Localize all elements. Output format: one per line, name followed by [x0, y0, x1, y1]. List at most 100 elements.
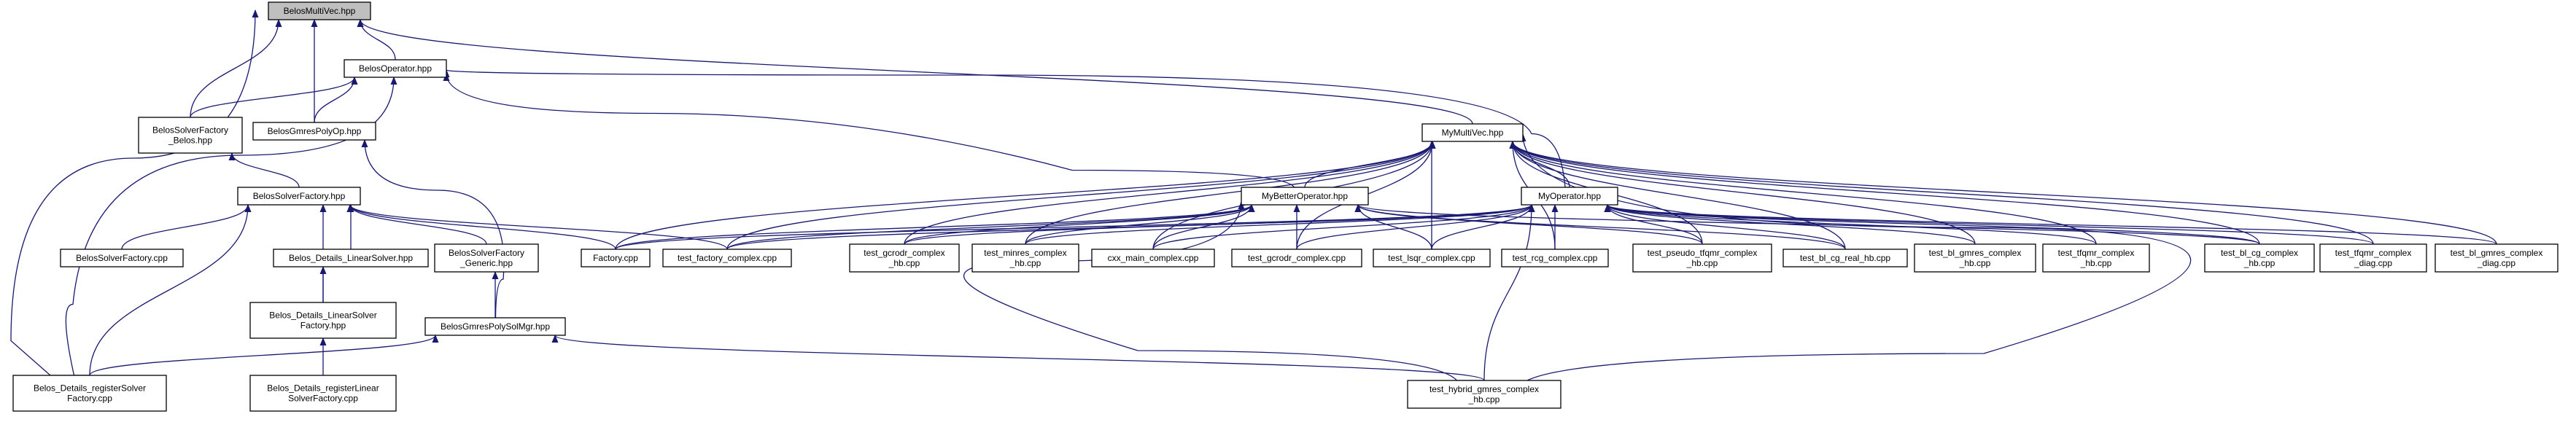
- node-box: [1091, 249, 1215, 267]
- node-test-tfqmr-complex-diag[interactable]: test_tfqmr_complex_diag.cpp: [2319, 243, 2427, 273]
- include-edge-test_bl_cg_complex_hb-to-mymultivec: [1509, 141, 2260, 245]
- include-edge-test_tfqmr_complex_diag-to-mymultivec: [1509, 141, 2374, 245]
- node-test-gcrodr-complex-hb[interactable]: test_gcrodr_complex_hb.cpp: [849, 243, 960, 273]
- node-label: Factory.cpp: [67, 394, 112, 404]
- include-edge-test_lsqr_complex-to-myoperator: [1431, 204, 1535, 250]
- include-edge-test_pseudo_tfqmr-to-myoperator: [1604, 204, 1703, 245]
- node-test-factory-complex[interactable]: test_factory_complex.cpp: [662, 249, 792, 267]
- node-label: BelosMultiVec.hpp: [284, 6, 356, 16]
- node-label: _diag.cpp: [2354, 258, 2392, 268]
- include-edge-test_factory_complex-to-mymultivec: [726, 141, 1436, 250]
- include-edge-cxx_main_complex-to-mybetteroperator: [1152, 204, 1255, 250]
- node-label: Belos_Details_LinearSolver: [269, 310, 376, 321]
- include-edge-test_factory_complex-to-solverfactory_hpp: [346, 204, 728, 250]
- node-box: [344, 59, 447, 78]
- node-label: test_gcrodr_complex.cpp: [1248, 253, 1346, 263]
- node-label: _hb.cpp: [1686, 258, 1718, 268]
- include-edge-test_gcrodr_complex-to-myoperator: [1296, 204, 1535, 250]
- node-label: Factory.cpp: [593, 253, 638, 263]
- node-box: [1421, 123, 1524, 142]
- include-edge-test_hybrid_gmres-to-gmrespolysolmgr: [551, 335, 1485, 381]
- node-box: [1373, 249, 1491, 267]
- include-edge-test_minres_complex_hb-to-mymultivec: [1025, 141, 1436, 245]
- include-edge-test_bl_gmres_complex_diag-to-mymultivec: [1509, 141, 2497, 245]
- node-test-bl-cg-real-hb[interactable]: test_bl_cg_real_hb.cpp: [1782, 249, 1908, 267]
- node-factory-cpp[interactable]: Factory.cpp: [581, 249, 651, 267]
- include-edge-test_hybrid_gmres-to-myoperator: [1483, 204, 1535, 381]
- node-label: cxx_main_complex.cpp: [1108, 253, 1199, 263]
- include-edge-test_minres_complex_hb-to-mybetteroperator: [1025, 204, 1255, 245]
- include-edge-test_bl_gmres_complex_diag-to-myoperator: [1604, 204, 2497, 245]
- node-label: BelosSolverFactory.hpp: [253, 191, 346, 201]
- include-edge-test_factory_complex-to-mybetteroperator: [726, 204, 1255, 250]
- node-test-lsqr-complex[interactable]: test_lsqr_complex.cpp: [1373, 249, 1491, 267]
- node-test-minres-complex-hb[interactable]: test_minres_complex_hb.cpp: [971, 243, 1079, 273]
- node-test-bl-cg-complex-hb[interactable]: test_bl_cg_complex_hb.cpp: [2204, 243, 2315, 273]
- node-label: test_lsqr_complex.cpp: [1388, 253, 1475, 263]
- node-label: test_rcg_complex.cpp: [1513, 253, 1598, 263]
- node-myoperator[interactable]: MyOperator.hpp: [1521, 187, 1618, 206]
- node-test-rcg-complex[interactable]: test_rcg_complex.cpp: [1501, 249, 1609, 267]
- node-label: Belos_Details_LinearSolver.hpp: [289, 253, 413, 263]
- node-box: [1231, 249, 1362, 267]
- include-edge-solverfactory_belos-to-multivec: [190, 19, 282, 118]
- node-label: test_bl_gmres_complex: [2451, 248, 2543, 258]
- node-label: _hb.cpp: [888, 258, 920, 268]
- node-operator[interactable]: BelosOperator.hpp: [344, 59, 447, 78]
- node-label: test_bl_gmres_complex: [1929, 248, 2022, 258]
- include-edge-test_bl_gmres_complex_hb-to-myoperator: [1604, 204, 1976, 245]
- include-edge-details_register_solverfactory-to-gmrespolysolmgr: [89, 335, 439, 376]
- node-details-linearsolver[interactable]: Belos_Details_LinearSolver.hpp: [273, 249, 429, 267]
- node-label: test_bl_cg_real_hb.cpp: [1800, 253, 1890, 263]
- node-box: [249, 375, 397, 412]
- include-edge-test_minres_complex_hb-to-myoperator: [1025, 204, 1535, 245]
- node-box: [434, 243, 539, 273]
- node-label: test_tfqmr_complex: [2058, 248, 2135, 258]
- node-solverfactory-belos[interactable]: BelosSolverFactory_Belos.hpp: [138, 117, 243, 154]
- node-test-bl-gmres-complex-hb[interactable]: test_bl_gmres_complex_hb.cpp: [1914, 243, 2036, 273]
- include-edge-test_bl_cg_real_hb-to-mybetteroperator: [1354, 204, 1846, 250]
- node-box: [268, 1, 371, 20]
- include-edge-test_hybrid_gmres-to-mybetteroperator: [963, 201, 1484, 381]
- node-mybetteroperator[interactable]: MyBetterOperator.hpp: [1241, 187, 1369, 206]
- include-edge-factory_cpp-to-mybetteroperator: [615, 204, 1255, 250]
- node-test-bl-gmres-complex-diag[interactable]: test_bl_gmres_complex_diag.cpp: [2435, 243, 2558, 273]
- node-box: [237, 187, 361, 206]
- node-box: [1632, 243, 1772, 273]
- node-label: BelosGmresPolyOp.hpp: [268, 126, 362, 136]
- node-test-tfqmr-complex-hb[interactable]: test_tfqmr_complex_hb.cpp: [2042, 243, 2150, 273]
- node-label: _hb.cpp: [1468, 394, 1500, 405]
- node-label: test_bl_cg_complex: [2221, 248, 2298, 258]
- node-gmrespolyop[interactable]: BelosGmresPolyOp.hpp: [252, 122, 376, 141]
- include-edge-test_bl_cg_complex_hb-to-mybetteroperator: [1354, 204, 2260, 245]
- node-label: _hb.cpp: [1959, 258, 1991, 268]
- node-box: [252, 122, 376, 141]
- node-multivec[interactable]: BelosMultiVec.hpp: [268, 1, 371, 20]
- node-gmrespolysolmgr[interactable]: BelosGmresPolySolMgr.hpp: [424, 317, 566, 336]
- node-box: [581, 249, 651, 267]
- node-box: [662, 249, 792, 267]
- node-solverfactory-hpp[interactable]: BelosSolverFactory.hpp: [237, 187, 361, 206]
- node-solverfactory-generic[interactable]: BelosSolverFactory_Generic.hpp: [434, 243, 539, 273]
- node-label: BelosSolverFactory.cpp: [76, 253, 168, 263]
- node-label: MyBetterOperator.hpp: [1262, 191, 1348, 201]
- node-box: [138, 117, 243, 154]
- include-edge-solverfactory_belos-to-operator: [190, 77, 358, 118]
- include-edge-test_pseudo_tfqmr-to-mybetteroperator: [1354, 204, 1703, 245]
- node-test-hybrid-gmres[interactable]: test_hybrid_gmres_complex_hb.cpp: [1407, 380, 1561, 409]
- node-label: MyMultiVec.hpp: [1442, 128, 1504, 138]
- include-edge-solverfactory_generic-to-solverfactory_hpp: [346, 204, 487, 245]
- node-cxx-main-complex[interactable]: cxx_main_complex.cpp: [1091, 249, 1215, 267]
- node-mymultivec[interactable]: MyMultiVec.hpp: [1421, 123, 1524, 142]
- node-box: [1241, 187, 1369, 206]
- node-test-pseudo-tfqmr[interactable]: test_pseudo_tfqmr_complex_hb.cpp: [1632, 243, 1772, 273]
- node-test-gcrodr-complex[interactable]: test_gcrodr_complex.cpp: [1231, 249, 1362, 267]
- node-box: [849, 243, 960, 273]
- node-label: _Generic.hpp: [459, 258, 513, 268]
- node-label: test_gcrodr_complex: [864, 248, 944, 258]
- node-solverfactory-cpp[interactable]: BelosSolverFactory.cpp: [60, 249, 184, 267]
- node-details-register-linearsolverfactory[interactable]: Belos_Details_registerLinearSolverFactor…: [249, 375, 397, 412]
- node-box: [1407, 380, 1561, 409]
